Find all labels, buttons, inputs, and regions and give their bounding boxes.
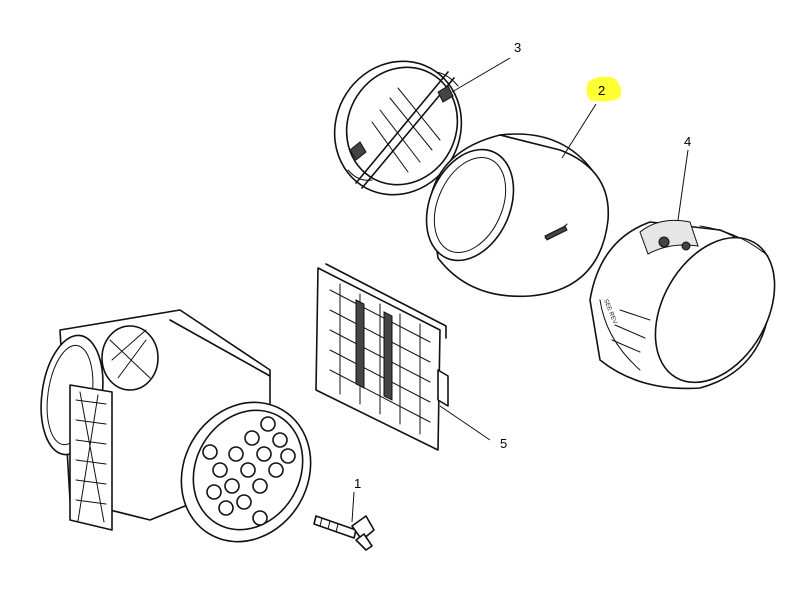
callout-number-5[interactable]: 5	[500, 436, 507, 451]
part-3-cover-grid[interactable]	[311, 39, 484, 217]
housing-tube-array	[202, 416, 296, 526]
callout-number-1[interactable]: 1	[354, 476, 361, 491]
callout-number-4[interactable]: 4	[684, 134, 691, 149]
callout-labels: 3 2 4 5 1	[354, 40, 691, 491]
part-5-grid-plate[interactable]	[315, 263, 449, 451]
part-4-canister-housing[interactable]: SEE REV	[589, 216, 799, 403]
callout-number-3[interactable]: 3	[514, 40, 521, 55]
callout-number-2[interactable]: 2	[598, 83, 605, 98]
part-1-bolt[interactable]	[313, 515, 375, 551]
callout-leaders	[351, 57, 689, 523]
part-2-filter-element[interactable]	[410, 133, 610, 298]
main-housing[interactable]	[34, 309, 336, 565]
callout-2-highlight	[586, 76, 622, 102]
